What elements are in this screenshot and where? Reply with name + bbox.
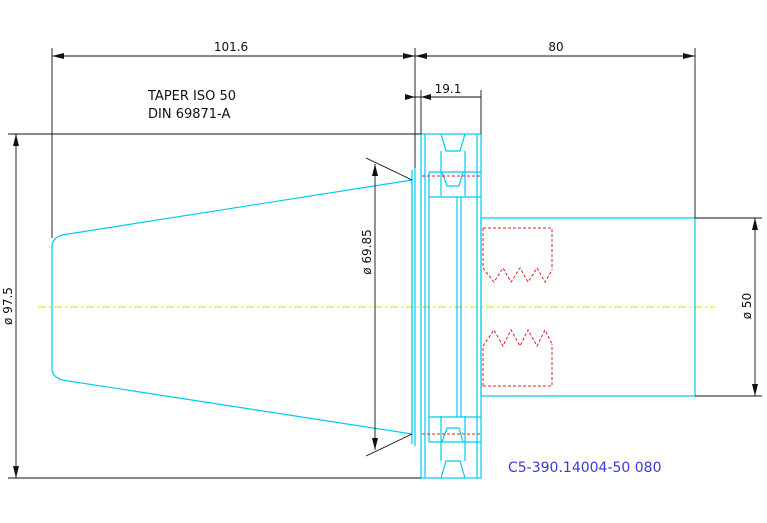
dim-shank-length: 80 xyxy=(548,40,563,54)
dim-gauge-diameter: ø 69.85 xyxy=(360,229,374,275)
dim-shank-diameter: ø 50 xyxy=(740,293,754,319)
dim-taper-length: 101.6 xyxy=(214,40,248,54)
flange-outline xyxy=(411,133,482,479)
part-number: C5-390.14004-50 080 xyxy=(508,460,661,476)
taper-note-line2: DIN 69871-A xyxy=(148,107,230,122)
thread-detail xyxy=(422,175,553,435)
dim-flange-width: 19.1 xyxy=(435,82,462,96)
taper-note-line1: TAPER ISO 50 xyxy=(147,89,236,104)
dim-outer-diameter: ø 97.5 xyxy=(1,287,15,325)
dimension-lines xyxy=(8,48,762,479)
shank-outline xyxy=(480,217,696,397)
